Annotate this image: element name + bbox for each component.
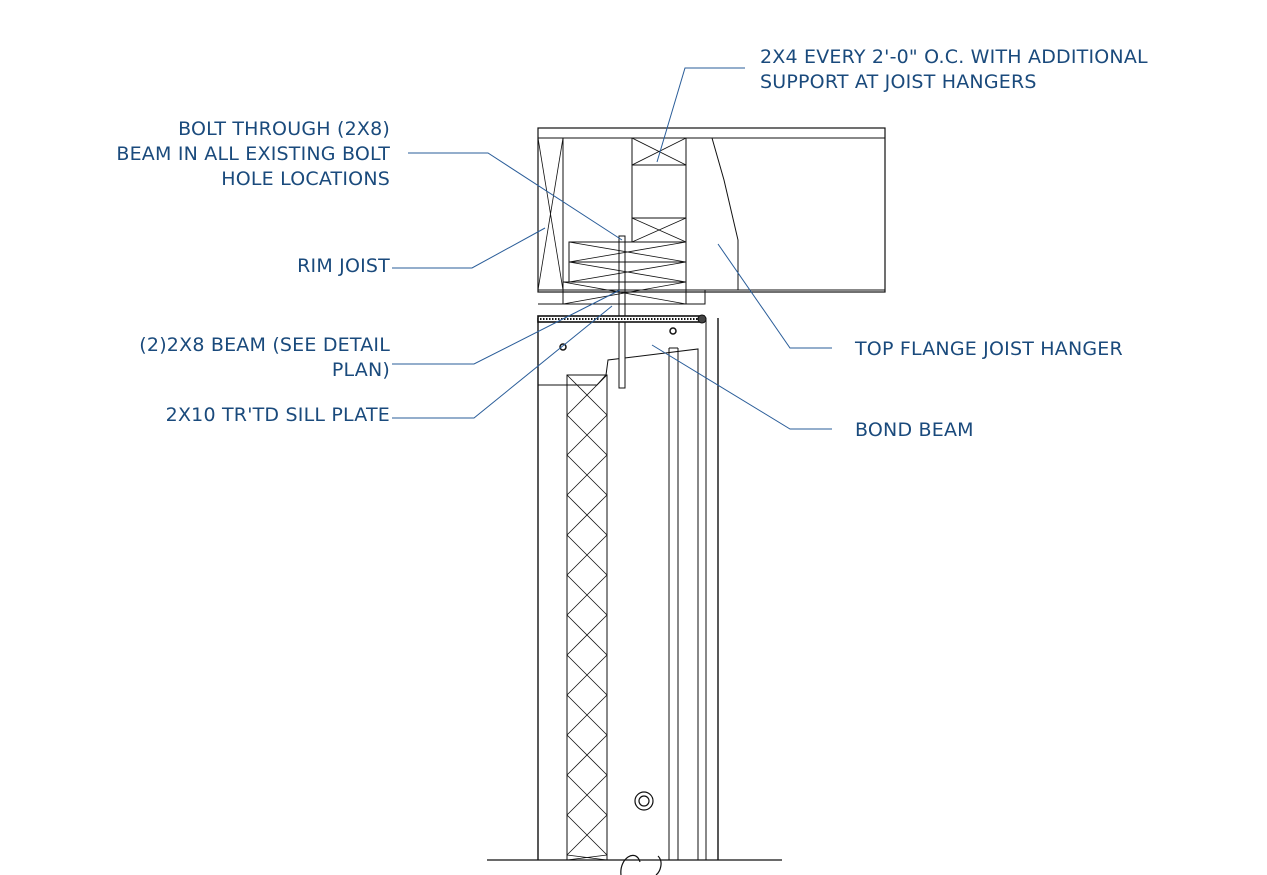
label-rim-joist: RIM JOIST (297, 255, 390, 277)
leader-stud (656, 67, 745, 163)
insulation-hatch-line (566, 694, 608, 736)
label-bolt-note: BOLT THROUGH (2X8) BEAM IN ALL EXISTING … (116, 117, 390, 192)
leader-bond-beam (651, 344, 832, 430)
label-beam-note: (2)2X8 BEAM (SEE DETAIL PLAN) (139, 333, 390, 383)
insulation-hatch-line (566, 534, 608, 576)
label-beam-note-line1: (2)2X8 BEAM (SEE DETAIL (139, 334, 390, 356)
label-stud-note-line2: SUPPORT AT JOIST HANGERS (760, 71, 1037, 93)
leader-beam (392, 289, 621, 365)
anchor-bolt (618, 235, 626, 389)
leader-bolt-through (408, 152, 623, 241)
label-bolt-note-line3: HOLE LOCATIONS (221, 168, 390, 190)
conduit-symbol (634, 791, 654, 811)
label-bond-beam: BOND BEAM (855, 419, 974, 441)
wall-insulation (566, 374, 608, 861)
label-hanger: TOP FLANGE JOIST HANGER (855, 338, 1123, 360)
label-stud-note: 2X4 EVERY 2'-0" O.C. WITH ADDITIONAL SUP… (760, 45, 1148, 95)
bolt-hole-left (559, 343, 567, 351)
label-sill-plate: 2X10 TR'TD SILL PLATE (165, 404, 390, 426)
insulation-hatch-line (566, 494, 608, 536)
label-bolt-note-line1: BOLT THROUGH (2X8) (178, 118, 390, 140)
insulation-hatch-line (566, 614, 608, 656)
leader-rim-joist (392, 227, 546, 269)
insulation-hatch-line (566, 854, 608, 861)
floor-framing (537, 127, 886, 305)
insulation-hatch-line (566, 734, 608, 776)
insulation-hatch-line (566, 654, 608, 696)
bolt-hole-right (669, 327, 677, 335)
sill-plate (537, 314, 707, 324)
leader-sill-plate (392, 305, 613, 419)
insulation-hatch-line (566, 374, 608, 416)
label-bolt-note-line2: BEAM IN ALL EXISTING BOLT (116, 143, 390, 165)
insulation-hatch-line (566, 574, 608, 616)
insulation-hatch-line (566, 774, 608, 816)
label-stud-note-line1: 2X4 EVERY 2'-0" O.C. WITH ADDITIONAL (760, 46, 1148, 68)
pipe-break-symbol (620, 854, 662, 875)
masonry-wall (537, 318, 719, 860)
insulation-hatch-line (566, 814, 608, 856)
insulation-hatch-line (566, 414, 608, 456)
label-beam-note-line2: PLAN) (331, 359, 390, 381)
leader-lines (392, 67, 832, 430)
leader-hanger (717, 243, 832, 349)
insulation-hatch-line (566, 454, 608, 496)
